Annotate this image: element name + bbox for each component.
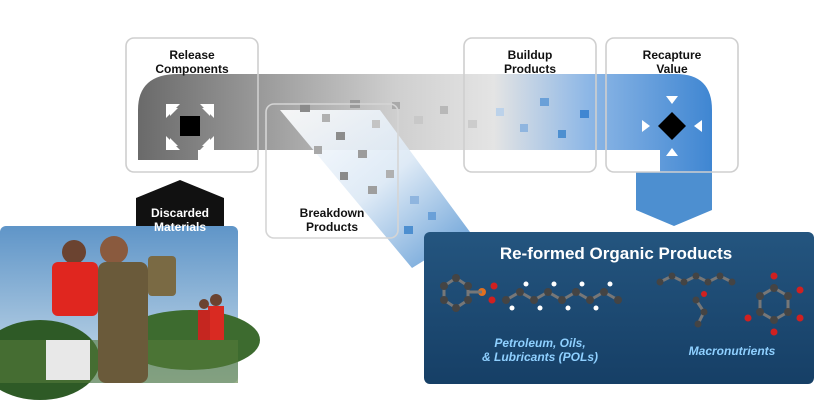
photo — [0, 226, 260, 400]
macronutrient-molecule-graphic — [656, 272, 804, 336]
step-release-label: Release Components — [155, 48, 229, 76]
pol-molecule-graphic — [440, 274, 622, 312]
recapture-icon — [642, 96, 702, 156]
step-buildup-label: Buildup Products — [503, 48, 556, 76]
products-panel — [424, 232, 814, 384]
process-band — [138, 74, 712, 186]
step-recapture-label: Recapture Value — [642, 48, 702, 76]
step-discarded-label: Discarded Materials — [150, 206, 210, 234]
buildup-box — [463, 37, 597, 173]
pol-caption: Petroleum, Oils, & Lubricants (POLs) — [481, 336, 598, 364]
discarded-shape — [136, 180, 224, 238]
release-box — [125, 37, 259, 173]
macronutrients-caption: Macronutrients — [688, 344, 776, 358]
panel-title: Re-formed Organic Products — [499, 244, 733, 263]
step-breakdown-label: Breakdown Products — [299, 206, 365, 234]
breakdown-box — [265, 103, 399, 239]
down-arrow-icon — [636, 172, 712, 226]
recapture-box — [605, 37, 739, 173]
release-icon — [166, 104, 214, 150]
